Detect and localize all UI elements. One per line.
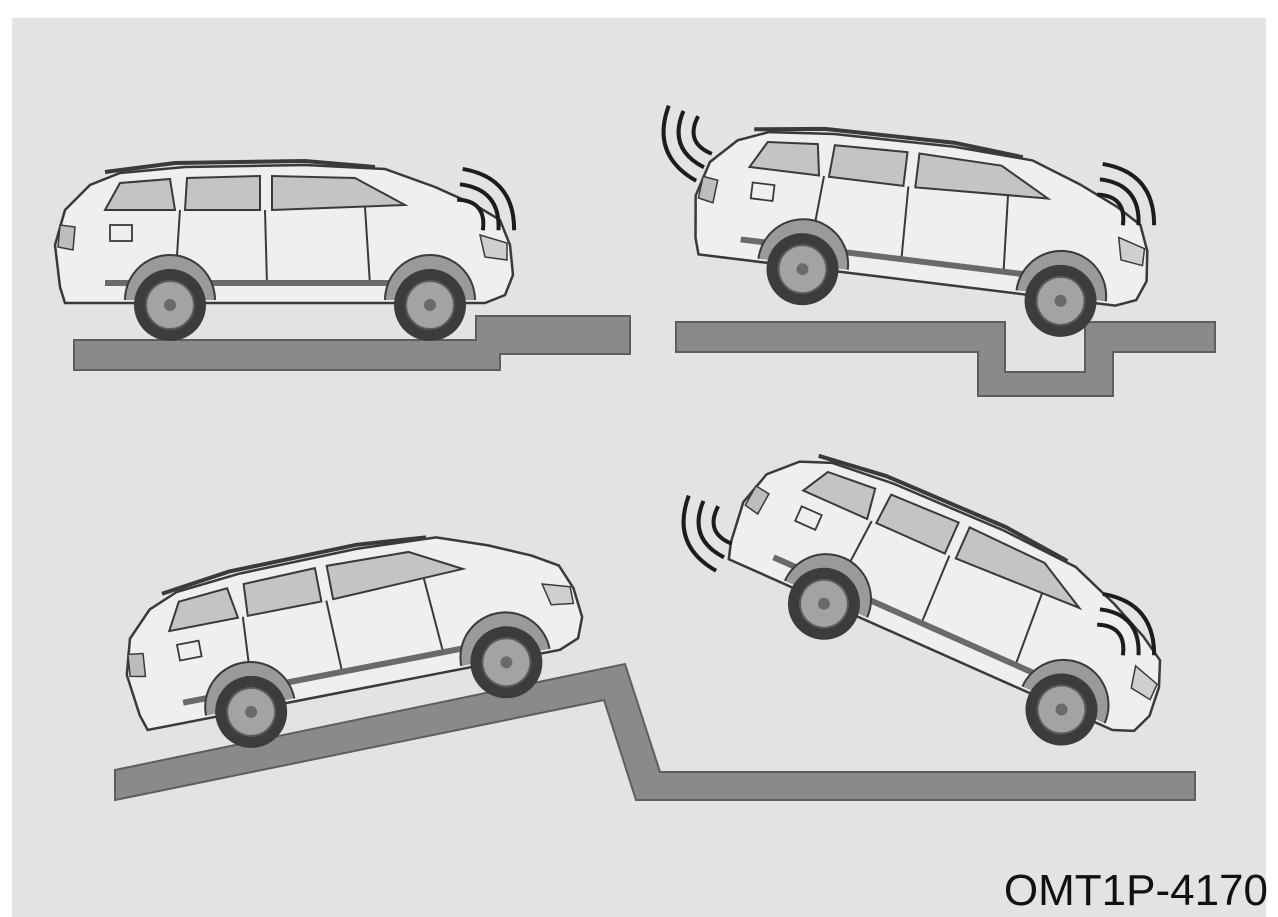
- suv-car: [684, 112, 1161, 346]
- scenario-ditch: [653, 97, 1215, 396]
- rear-bumper-contact-icon: [673, 487, 739, 576]
- ground-ditch: [676, 322, 1215, 396]
- scenario-steep-drop: [673, 425, 1196, 776]
- suv-car: [55, 161, 513, 341]
- scenario-curb-step-up: [55, 158, 630, 370]
- figure-reference-code: OMT1P-4170: [1004, 869, 1268, 913]
